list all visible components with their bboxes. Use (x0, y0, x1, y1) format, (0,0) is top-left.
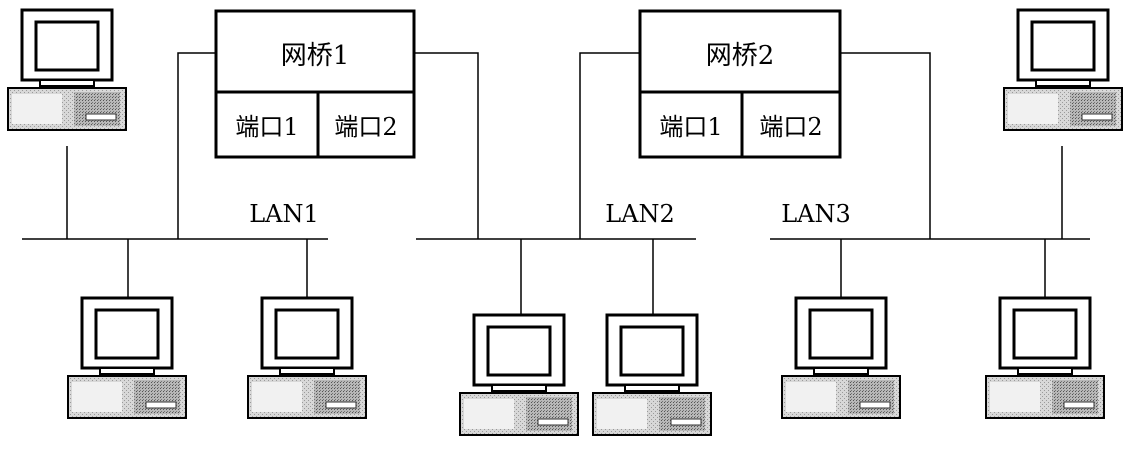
bridge-1-label: 网桥1 (281, 41, 350, 71)
lan3-label: LAN3 (781, 200, 851, 228)
bridge-1-box (214, 9, 416, 159)
bridge-1-port-2: 端口2 (334, 113, 397, 141)
bridge-2-box (638, 9, 842, 159)
bridge-2-label: 网桥2 (706, 41, 775, 71)
computer-icon (6, 8, 128, 132)
lan2-label: LAN2 (605, 200, 675, 228)
computer-icon (1002, 8, 1124, 132)
computer-icon (591, 313, 713, 437)
lan1-label: LAN1 (249, 200, 319, 228)
bridge-2: 网桥2 端口1 端口2 (638, 9, 842, 159)
network-lines (22, 52, 1090, 315)
computer-icon (246, 296, 368, 420)
bridge-2-port-1: 端口1 (659, 113, 722, 141)
bridge-2-port-2: 端口2 (759, 113, 822, 141)
computer-icon (458, 313, 580, 437)
bridge-1-port-1: 端口1 (235, 113, 298, 141)
computer-icon (780, 296, 902, 420)
computer-icon (984, 296, 1106, 420)
bridge-1: 网桥1 端口1 端口2 (214, 9, 416, 159)
computer-icon (66, 296, 188, 420)
